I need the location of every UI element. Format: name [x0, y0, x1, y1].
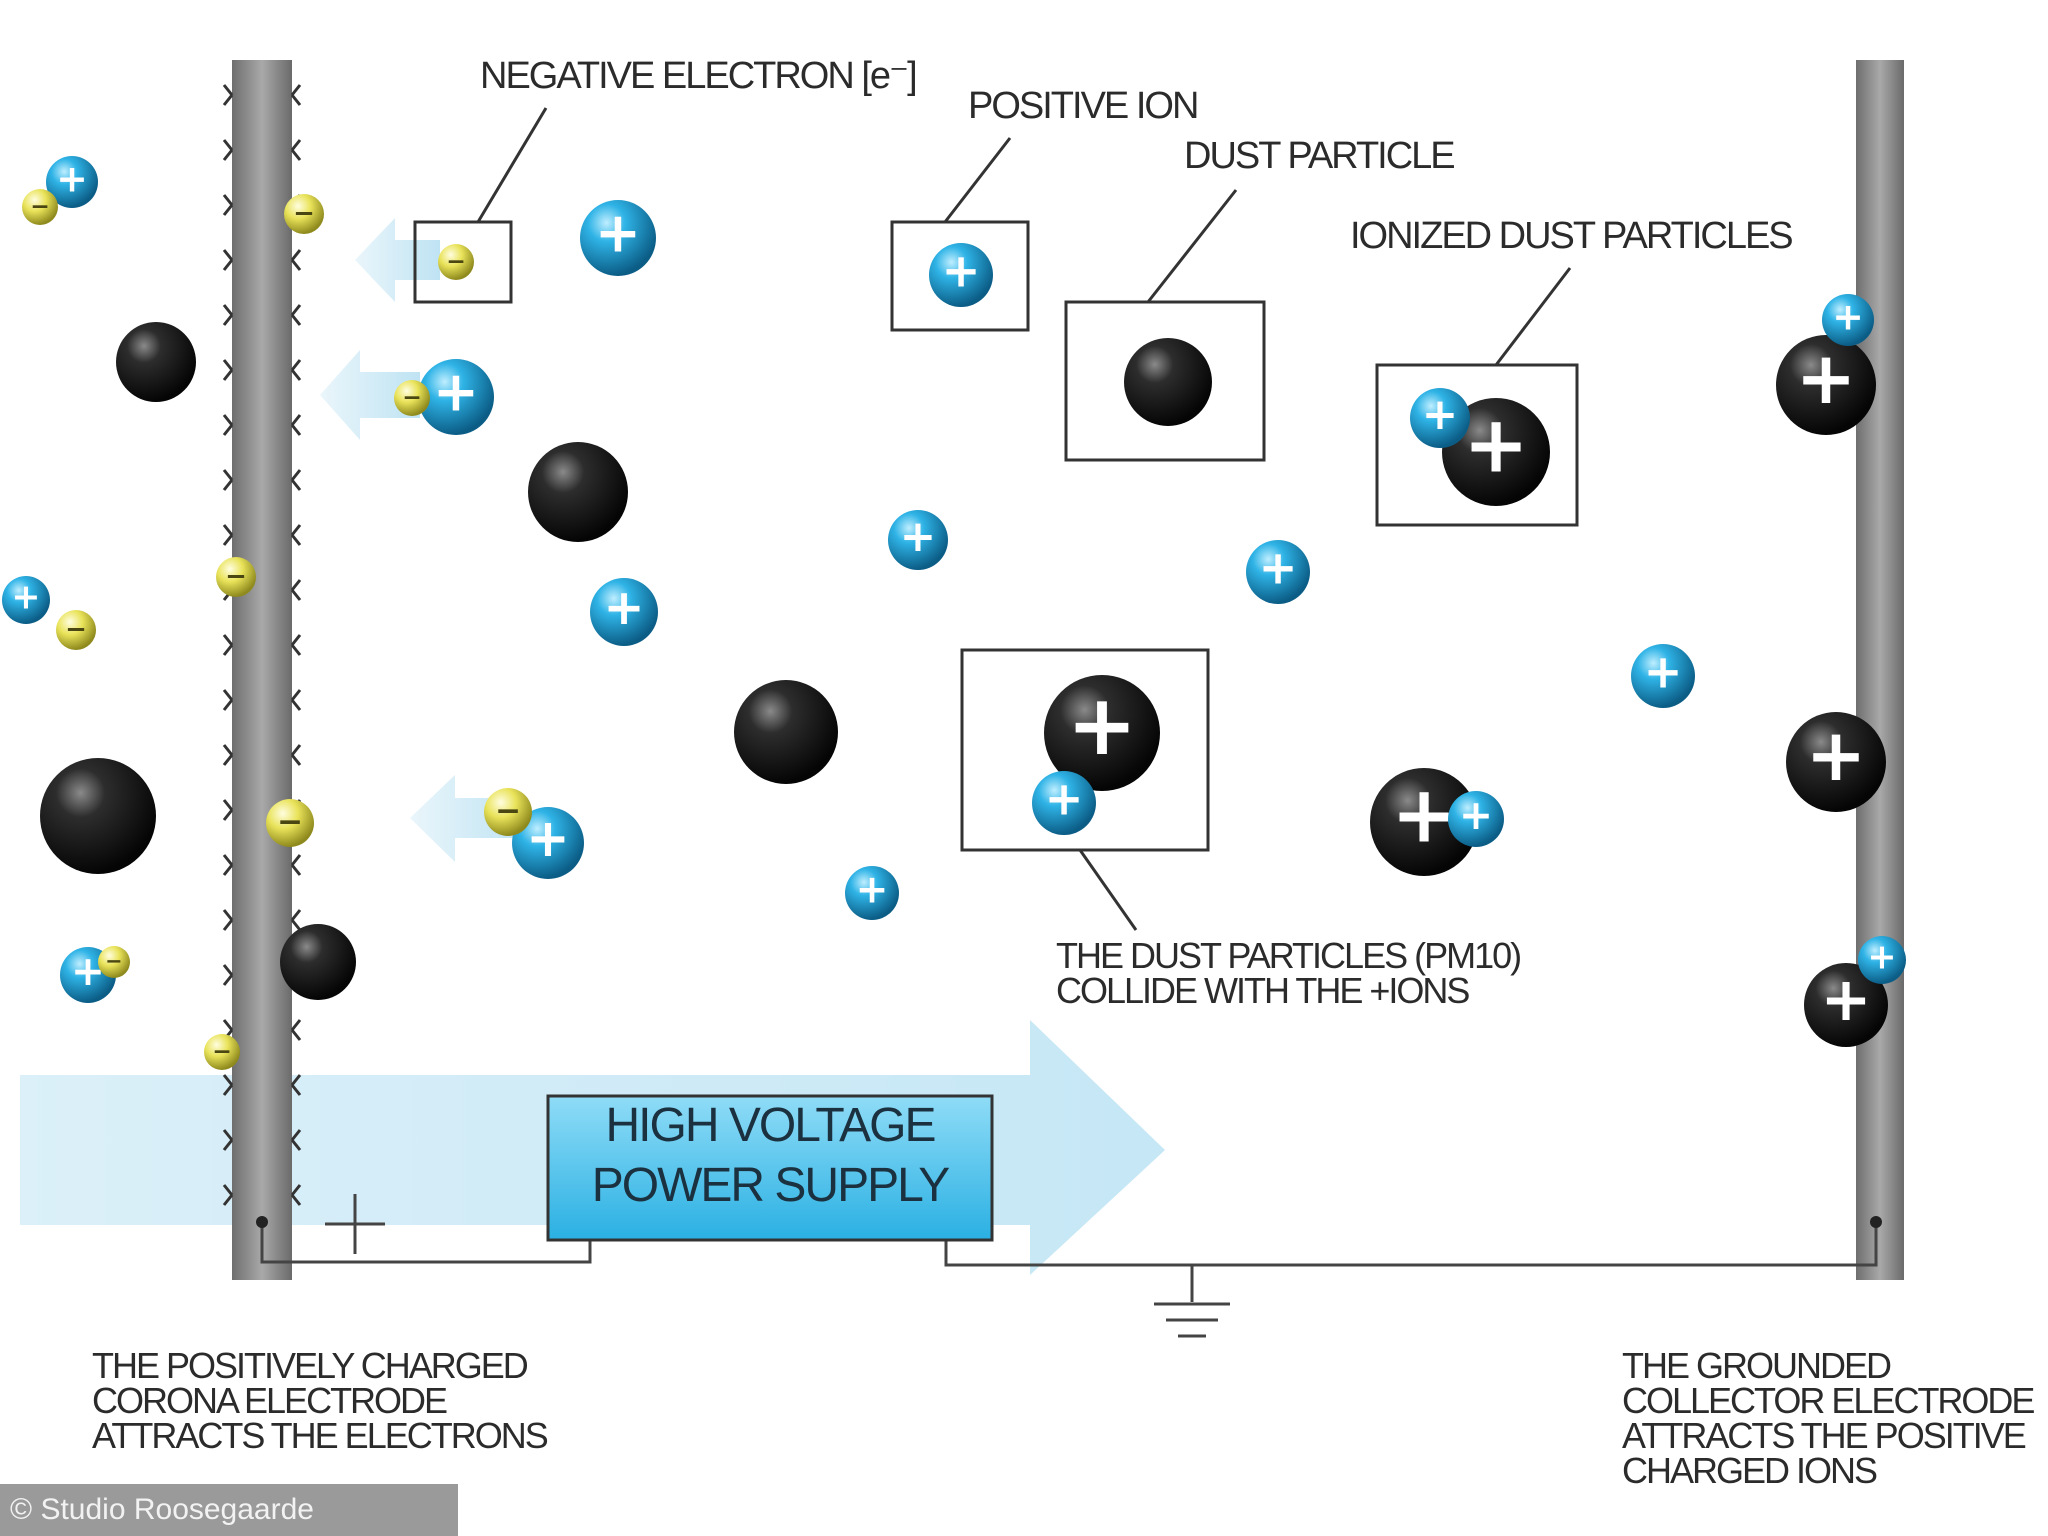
ion-particle: +	[590, 578, 658, 646]
plus-sign: +	[1259, 541, 1298, 595]
terminal-left	[256, 1216, 268, 1228]
electron-particle: −	[266, 799, 314, 847]
ion-particle: +	[512, 807, 584, 879]
minus-sign: −	[446, 247, 466, 275]
dust-particle	[528, 442, 628, 542]
ion-particle: +	[845, 866, 899, 920]
plus-sign: +	[1463, 399, 1529, 490]
ion-particle: +	[929, 243, 993, 307]
plus-sign: +	[1459, 791, 1493, 839]
dust-particle	[280, 924, 356, 1000]
dust-particle	[40, 758, 156, 874]
ion-particle: +	[1410, 388, 1470, 448]
electron-particle: −	[22, 189, 58, 225]
label-frames	[413, 220, 1579, 852]
circuit-wires	[260, 1222, 1878, 1338]
particle-layer: +++++++++++++++++++++++−−−−−−−−−−	[2, 156, 1906, 1070]
plus-sign: +	[1867, 938, 1896, 978]
charged-dust-particle: +	[1776, 335, 1876, 435]
power-supply-box	[546, 1094, 994, 1242]
electron-particle: −	[438, 244, 474, 280]
minus-sign: −	[65, 615, 87, 645]
plus-sign: +	[433, 360, 479, 424]
ion-particle: +	[2, 576, 50, 624]
plus-sign: +	[603, 578, 644, 636]
charged-dust-particle: +	[1786, 712, 1886, 812]
photo-credit: © Studio Roosegaarde	[0, 1484, 458, 1536]
plus-sign: +	[526, 809, 570, 869]
minus-sign: −	[212, 1037, 232, 1065]
charged-dust-particle: +	[1804, 963, 1888, 1047]
charged-dust-particle: +	[1370, 768, 1478, 876]
ion-particle: +	[1448, 791, 1504, 847]
ion-particle: +	[46, 156, 98, 208]
plus-sign: +	[1391, 769, 1457, 860]
plus-sign: +	[11, 578, 40, 618]
power-supply-label: HIGH VOLTAGE POWER SUPPLY	[591, 1099, 951, 1212]
leader-lines	[476, 107, 1572, 931]
label-negative-electron: NEGATIVE ELECTRON [e⁻]	[480, 55, 918, 97]
dust-particle	[1124, 338, 1212, 426]
plus-sign: +	[1067, 676, 1137, 774]
drift-arrow-2	[320, 350, 420, 440]
label-ionized-dust-particles: IONIZED DUST PARTICLES	[1350, 215, 1794, 257]
dust-particle	[734, 680, 838, 784]
plus-sign: +	[1820, 964, 1871, 1035]
plus-sign: +	[595, 201, 641, 265]
electron-particle: −	[216, 557, 256, 597]
label-collector-electrode: THE GROUNDED COLLECTOR ELECTRODE ATTRACT…	[1622, 1345, 2035, 1491]
corona-spikes	[222, 84, 302, 1206]
drift-arrow-3	[410, 775, 525, 862]
minus-sign: −	[293, 199, 315, 229]
minus-sign: −	[495, 793, 521, 829]
plus-sign: +	[1832, 294, 1864, 338]
minus-sign: −	[105, 949, 122, 973]
minus-sign: −	[402, 383, 422, 411]
terminal-right	[1870, 1216, 1882, 1228]
minus-sign: −	[277, 804, 303, 840]
ion-particle: +	[418, 359, 494, 435]
label-collide: THE DUST PARTICLES (PM10) COLLIDE WITH T…	[1056, 935, 1522, 1011]
ion-particle: +	[580, 200, 656, 276]
collector-electrode	[1856, 60, 1904, 1280]
label-dust-particle: DUST PARTICLE	[1184, 135, 1456, 177]
electron-particle: −	[484, 788, 532, 836]
plus-sign: +	[900, 512, 936, 562]
drift-arrow-1	[355, 218, 440, 302]
corona-electrode	[232, 60, 292, 1280]
plus-sign: +	[1796, 337, 1857, 421]
electron-particle: −	[284, 194, 324, 234]
minus-sign: −	[225, 562, 247, 592]
minus-sign: −	[30, 192, 50, 220]
plus-sign: +	[1045, 772, 1084, 826]
plus-sign: +	[1422, 390, 1458, 440]
plus-sign: +	[1806, 714, 1867, 798]
plus-sign: +	[71, 947, 105, 995]
plus-sign: +	[856, 868, 889, 913]
ion-particle: +	[1858, 936, 1906, 984]
ion-particle: +	[1631, 644, 1695, 708]
positive-sign	[325, 1194, 385, 1254]
plus-sign: +	[1644, 645, 1683, 699]
electron-particle: −	[394, 380, 430, 416]
plus-sign: +	[942, 244, 981, 298]
label-corona-electrode: THE POSITIVELY CHARGED CORONA ELECTRODE …	[92, 1345, 549, 1456]
electron-particle: −	[56, 610, 96, 650]
ion-particle: +	[888, 510, 948, 570]
charged-dust-particle: +	[1044, 675, 1160, 791]
plus-sign: +	[56, 156, 88, 200]
label-positive-ion: POSITIVE ION	[968, 85, 1199, 127]
electron-particle: −	[204, 1034, 240, 1070]
ion-particle: +	[1246, 540, 1310, 604]
ion-particle: +	[1822, 294, 1874, 346]
ion-particle: +	[1032, 771, 1096, 835]
dust-particle	[116, 322, 196, 402]
electron-particle: −	[98, 946, 130, 978]
